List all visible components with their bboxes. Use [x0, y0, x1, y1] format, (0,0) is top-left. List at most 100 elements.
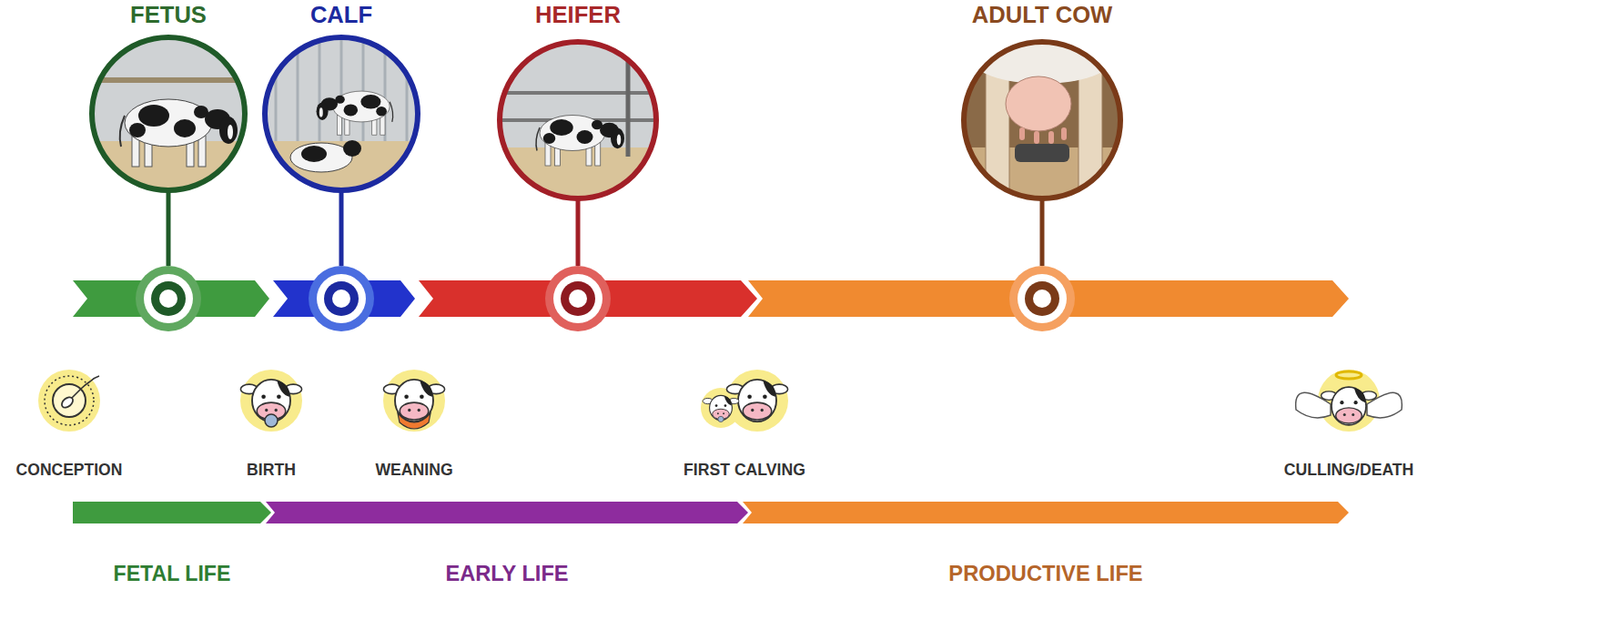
stage-photo-circle: ADULT COW — [958, 0, 1126, 206]
photo-floor — [91, 141, 245, 218]
label-box: FIRST CALVING — [653, 460, 836, 479]
period-band-shape — [72, 501, 272, 526]
stage-heading: ADULT COW — [921, 1, 1163, 29]
cow-patch — [138, 104, 170, 127]
teat — [1033, 131, 1040, 144]
photo-circle-shape — [958, 0, 1126, 206]
lying-calf — [290, 142, 353, 173]
cow-face — [1321, 386, 1378, 426]
nostril — [1343, 413, 1347, 416]
pacifier — [718, 415, 724, 422]
nostril — [417, 408, 421, 412]
photo-circle-shape — [494, 0, 662, 206]
cow-tail — [536, 127, 540, 152]
timeline-arrow — [748, 280, 1349, 317]
stem-line — [1040, 199, 1045, 266]
pen-bar — [274, 37, 278, 142]
label-box: PRODUCTIVE LIFE — [742, 561, 1349, 587]
marker-ring — [560, 281, 596, 316]
cow-patch — [543, 132, 557, 144]
timeline-arrows — [72, 280, 1349, 317]
photo-circle-shape — [86, 0, 251, 198]
cow-leg — [198, 135, 206, 167]
marker-ring — [151, 281, 186, 316]
eye — [419, 394, 425, 399]
photo-illustration — [499, 41, 657, 226]
marker-center — [332, 289, 351, 308]
marker-gap — [316, 273, 366, 324]
spot — [762, 380, 776, 397]
stage-photo-circle: FETUS — [86, 0, 251, 198]
period-band-shape — [265, 501, 749, 526]
cow-patch — [375, 106, 387, 116]
cow-blaze — [319, 107, 324, 117]
icon-disc — [726, 369, 789, 432]
marker-center — [159, 289, 178, 308]
period-band-arrow — [742, 501, 1349, 524]
milestone-icon-shape — [1257, 365, 1440, 436]
milestone-icon: CONCEPTION — [0, 365, 138, 485]
cow-leg — [595, 142, 601, 167]
timeline-marker — [135, 265, 202, 332]
stage-photo-circle: HEIFER — [494, 0, 662, 206]
spot — [419, 380, 433, 397]
milestone-icon-shape — [180, 365, 363, 436]
head — [1331, 386, 1367, 426]
cow-patch — [549, 119, 574, 136]
photo-illustration — [264, 37, 418, 218]
marker-gap — [143, 273, 193, 324]
muzzle — [1336, 407, 1363, 424]
udder — [1005, 76, 1072, 132]
marker-outer — [308, 265, 375, 332]
milestone-label: WEANING — [323, 460, 506, 479]
life-period-band: PRODUCTIVE LIFE — [742, 501, 1349, 602]
stage-heading: FETUS — [50, 1, 287, 29]
milestone-icon-shape — [323, 365, 506, 436]
label-box: CULLING/DEATH — [1257, 460, 1440, 479]
period-band-arrow — [265, 501, 749, 524]
icon-disc — [1317, 369, 1380, 432]
cow-face — [702, 394, 740, 422]
spot — [724, 395, 732, 406]
teat — [1019, 127, 1025, 141]
marker-gap — [553, 273, 603, 324]
stage-photo-circle: CALF — [259, 0, 424, 198]
milking-unit — [1014, 143, 1070, 163]
photo-scene — [91, 37, 245, 218]
stems — [168, 191, 1043, 266]
heading-box: FETUS — [50, 1, 287, 29]
period-band-arrow — [72, 501, 272, 524]
eye — [747, 394, 752, 399]
cow-head — [316, 101, 329, 121]
milestone-icon: BIRTH — [180, 365, 363, 485]
marker-center — [568, 289, 588, 308]
life-period-band: FETAL LIFE — [72, 501, 272, 602]
photo-scene — [963, 29, 1121, 226]
timeline-marker — [308, 265, 375, 332]
photo-floor — [264, 141, 418, 218]
label-box: FETAL LIFE — [72, 561, 272, 587]
cow-body — [124, 99, 213, 147]
marker-ring — [1024, 281, 1060, 316]
cow-face — [383, 379, 445, 422]
nostril — [264, 408, 268, 412]
marker-gap — [1017, 273, 1067, 324]
head — [394, 379, 434, 422]
eye — [1339, 400, 1344, 405]
cow-face — [726, 379, 788, 422]
cow-blaze — [617, 134, 622, 146]
photo-circle-shape — [259, 0, 424, 198]
period-label: PRODUCTIVE LIFE — [742, 561, 1349, 587]
eye — [404, 394, 409, 399]
head — [738, 379, 777, 422]
nostril — [274, 408, 278, 412]
photo-ring — [264, 37, 418, 191]
sperm-tail — [71, 375, 100, 398]
cow-body — [539, 115, 606, 152]
nostril — [1351, 413, 1355, 416]
milestone-icon: WEANING — [323, 365, 506, 485]
timeline-marker — [545, 265, 611, 332]
heading-box: CALF — [222, 1, 460, 29]
milestone-icon: FIRST CALVING — [653, 365, 836, 485]
